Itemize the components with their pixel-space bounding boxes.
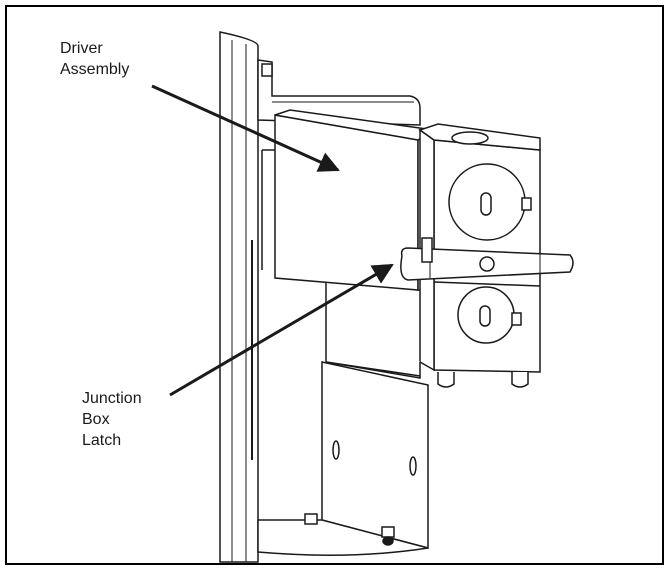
junction-box-latch	[400, 237, 574, 281]
knockout-upper	[448, 163, 532, 241]
junction-box-latch-label: Junction Box Latch	[82, 388, 142, 451]
driver-assembly-label-line-2: Assembly	[60, 61, 130, 78]
lower-bracket	[257, 361, 429, 556]
pole	[219, 31, 259, 563]
junction-box-feet	[437, 372, 529, 388]
driver-assembly-label-line-1: Driver	[60, 40, 103, 57]
top-bracket	[257, 59, 421, 126]
junction-box-latch-label-line-2: Box	[82, 411, 110, 428]
driver-assembly-leader	[151, 84, 340, 172]
junction-box-latch-leader	[169, 263, 394, 397]
junction-box-latch-label-line-3: Latch	[82, 432, 122, 449]
driver-assembly-label: Driver Assembly	[60, 38, 129, 80]
bolts	[304, 513, 395, 546]
knockout-lower	[457, 286, 522, 344]
junction-box-latch-label-line-1: Junction	[82, 390, 142, 407]
